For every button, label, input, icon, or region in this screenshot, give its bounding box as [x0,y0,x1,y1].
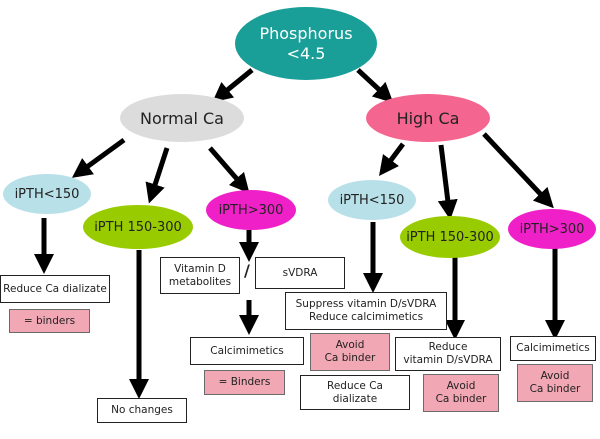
arrow-high-mid [437,144,458,220]
arrow-root-normal [212,68,254,103]
normal-ipth-mid-node: iPTH 150-300 [83,205,193,249]
arrow-high-high [482,132,554,209]
root-node: Phosphorus <4.5 [235,7,377,80]
normal-ipth-low-node: iPTH<150 [3,174,91,214]
high-ipth-mid-node: iPTH 150-300 [400,216,500,258]
reduce-vitamin-d-box: Reduce vitamin D/sVDRA [395,337,501,371]
reduce-ca-dializate-2-box: Reduce Ca dializate [300,375,410,410]
vitamin-d-metabolites-box: Vitamin D metabolites [160,257,240,294]
high-mid-avoid-ca-binder-box: Avoid Ca binder [423,374,499,412]
arrow-normal-high [208,146,250,194]
reduce-ca-dializate-box: Reduce Ca dializate [0,275,110,303]
equal-binders-box: = binders [9,309,90,333]
high-calcimimetics-box: Calcimimetics [510,336,596,361]
or-separator: / [244,261,250,280]
arrow-high-low [379,142,405,176]
arrow-normal-mid [145,147,170,204]
high-ipth-low-node: iPTH<150 [328,180,416,220]
suppress-vitamin-d-box: Suppress vitamin D/sVDRA Reduce calcimim… [285,292,447,330]
normal-calcimimetics-box: Calcimimetics [190,337,304,365]
arrow-normal-low [71,137,126,178]
normal-ca-node: Normal Ca [120,94,244,142]
normal-ipth-high-node: iPTH>300 [206,190,296,230]
high-ca-node: High Ca [366,94,490,142]
high-low-avoid-ca-binder-box: Avoid Ca binder [310,333,390,371]
no-changes-box: No changes [97,398,187,423]
arrow-root-high [356,68,394,103]
high-high-avoid-ca-binder-box: Avoid Ca binder [517,364,593,402]
equal-binders-capital-box: = Binders [204,370,285,395]
svdra-box: sVDRA [255,257,345,289]
high-ipth-high-node: iPTH>300 [508,209,596,249]
